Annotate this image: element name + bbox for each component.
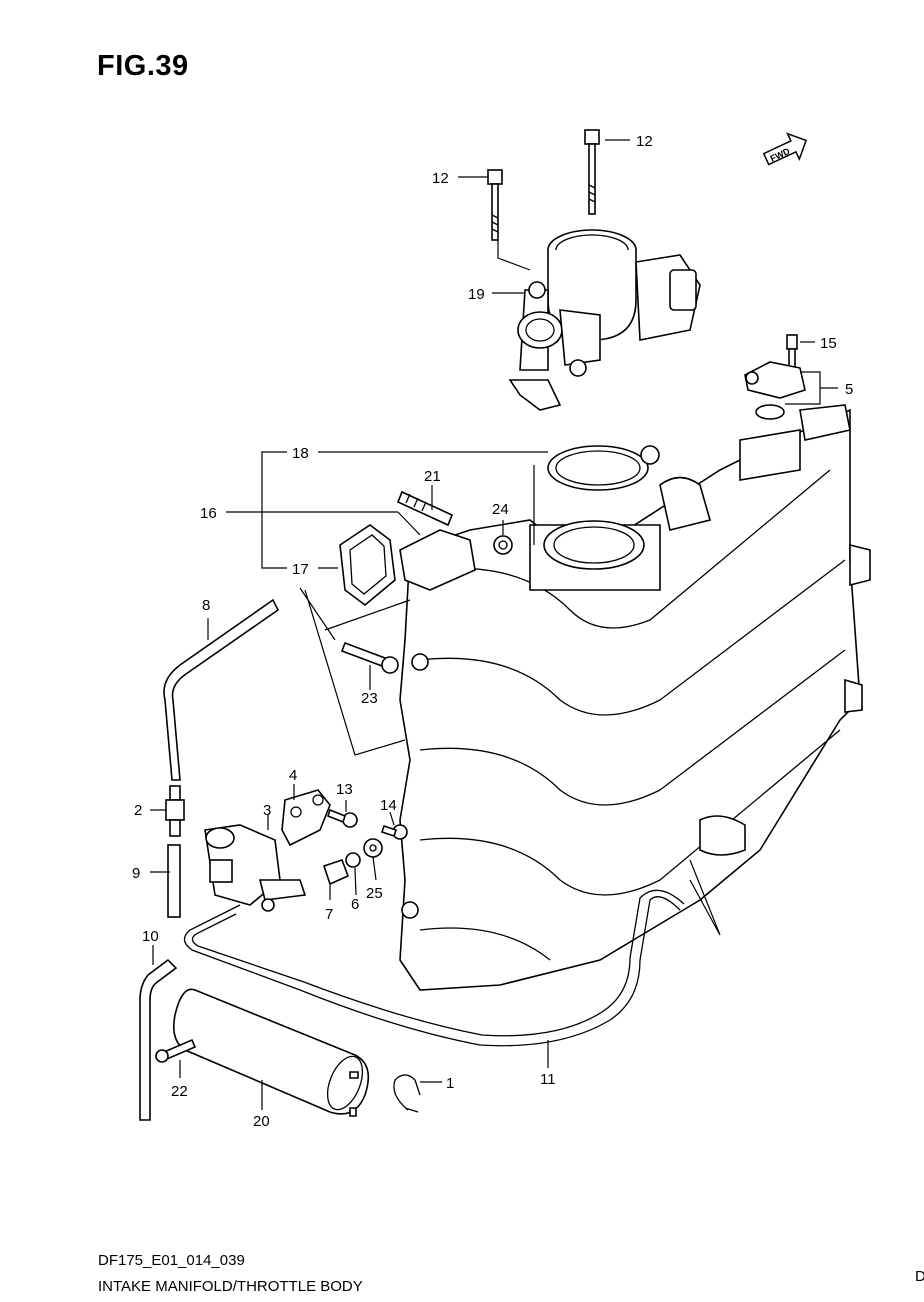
hose-connector-part xyxy=(165,785,185,837)
nut-part xyxy=(493,535,513,555)
callout-16: 16 xyxy=(200,505,217,522)
callout-labels: 12 12 19 15 5 18 21 24 16 17 8 23 4 13 1… xyxy=(132,133,853,1130)
bolt-part xyxy=(340,641,399,674)
solenoid-valve-part xyxy=(204,824,307,912)
canister-part xyxy=(172,988,370,1117)
sensor-part xyxy=(744,334,806,420)
callout-4: 4 xyxy=(289,767,297,784)
figure-title: FIG.39 xyxy=(97,50,189,82)
callout-14: 14 xyxy=(380,797,397,814)
grommet-part xyxy=(322,858,350,886)
clip-part xyxy=(393,1074,421,1113)
callout-21: 21 xyxy=(424,468,441,485)
intake-manifold-part xyxy=(399,404,871,991)
bracket-part xyxy=(281,789,331,847)
model-code: DF175_E01_014_039 xyxy=(98,1252,245,1269)
collar-part xyxy=(345,852,361,868)
callout-8: 8 xyxy=(202,597,210,614)
stud-bolt-part xyxy=(396,490,454,527)
callout-24: 24 xyxy=(492,501,509,518)
edge-mark: D xyxy=(915,1268,924,1285)
hose-part xyxy=(183,889,685,1047)
callout-20: 20 xyxy=(253,1113,270,1130)
bolt-part xyxy=(487,169,503,241)
callout-9: 9 xyxy=(132,865,140,882)
callout-5: 5 xyxy=(845,381,853,398)
callout-7: 7 xyxy=(325,906,333,923)
bolt-part xyxy=(327,808,358,828)
hose-part xyxy=(139,958,178,1121)
callout-11: 11 xyxy=(540,1071,556,1088)
figure-caption: INTAKE MANIFOLD/THROTTLE BODY xyxy=(98,1278,363,1295)
callout-1: 1 xyxy=(446,1075,454,1092)
callout-3: 3 xyxy=(263,802,271,819)
washer-part xyxy=(363,838,383,858)
hose-part xyxy=(163,598,280,781)
callout-22: 22 xyxy=(171,1083,188,1100)
callout-13: 13 xyxy=(336,781,353,798)
callout-12: 12 xyxy=(432,170,449,187)
fwd-arrow-icon: FWD xyxy=(762,132,808,166)
bolt-part xyxy=(155,1038,197,1063)
flange-gasket-part xyxy=(339,524,476,607)
hose-part xyxy=(167,844,181,918)
leader-lines xyxy=(150,139,838,1110)
callout-12: 12 xyxy=(636,133,653,150)
callout-15: 15 xyxy=(820,335,837,352)
callout-25: 25 xyxy=(366,885,383,902)
bolt-part xyxy=(380,824,408,840)
gasket-part xyxy=(547,445,660,491)
callout-17: 17 xyxy=(292,561,309,578)
callout-6: 6 xyxy=(351,896,359,913)
bolt-part xyxy=(584,129,600,215)
callout-10: 10 xyxy=(142,928,159,945)
callout-19: 19 xyxy=(468,286,485,303)
callout-23: 23 xyxy=(361,690,378,707)
callout-2: 2 xyxy=(134,802,142,819)
callout-18: 18 xyxy=(292,445,309,462)
throttle-body-part xyxy=(508,229,701,411)
